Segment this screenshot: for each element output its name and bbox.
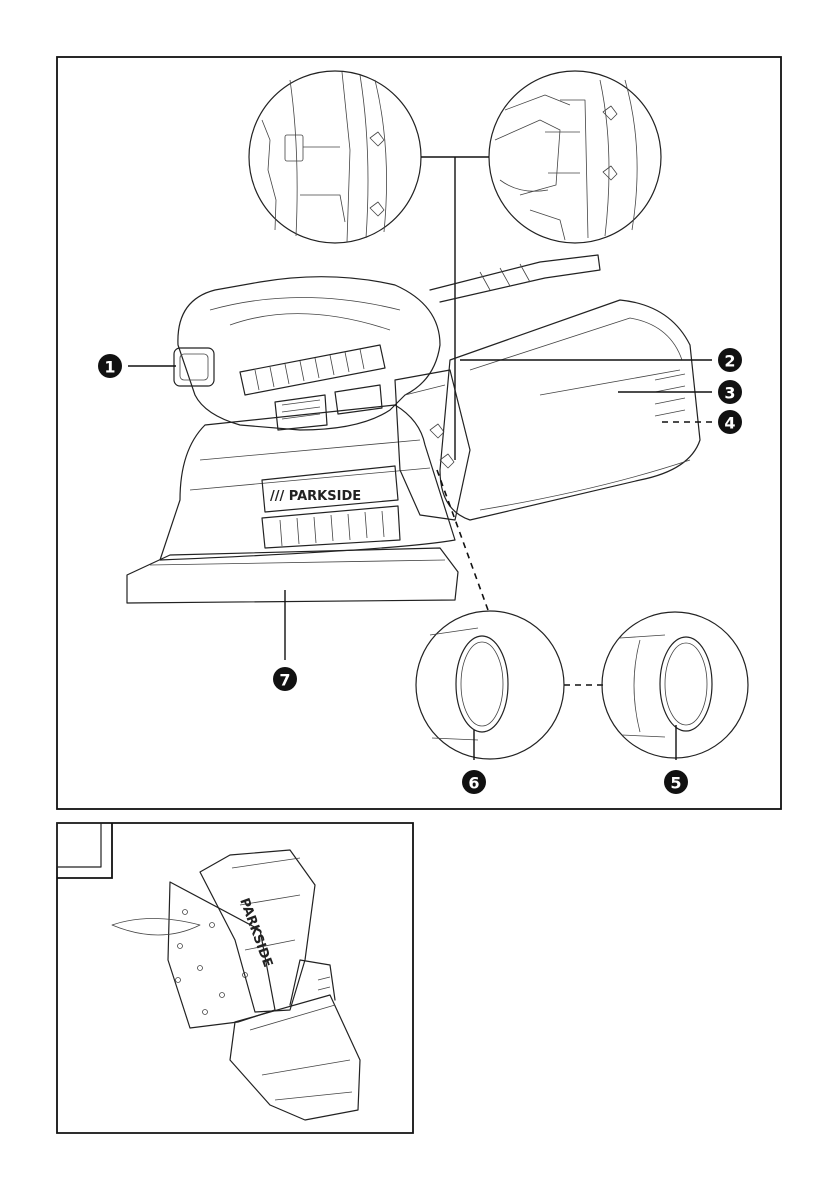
callout-badge-7: 7 [273,667,297,691]
detail-circle-adapter-5 [602,612,748,758]
detail-circle-top-right [489,71,661,243]
svg-text:7: 7 [279,671,290,690]
callout-badge-6: 6 [462,770,486,794]
figure-letter-box [57,823,112,878]
figure-letter-cell [57,823,101,867]
callout-badge-5: 5 [664,770,688,794]
svg-text:6: 6 [468,774,479,793]
svg-text:4: 4 [724,414,735,433]
dashed-link-dust-port [437,470,488,610]
sander-illustration-rotated: PARKSIDE [112,850,360,1120]
callout-badge-3: 3 [718,380,742,404]
callout-badge-4: 4 [718,410,742,434]
svg-text:1: 1 [104,358,115,377]
sander-illustration: /// PARKSIDE [127,255,700,603]
svg-text:3: 3 [724,384,735,403]
secondary-figure-frame [57,823,413,1133]
detail-circle-adapter-6 [416,611,564,759]
callout-badge-2: 2 [718,348,742,372]
brand-label-rotated: PARKSIDE [236,896,275,969]
brand-label-main: /// PARKSIDE [270,489,361,504]
svg-text:2: 2 [724,352,735,371]
main-figure-frame [57,57,781,809]
detail-circle-top-left [249,71,421,243]
callout-badge-1: 1 [98,354,122,378]
svg-text:5: 5 [670,774,681,793]
